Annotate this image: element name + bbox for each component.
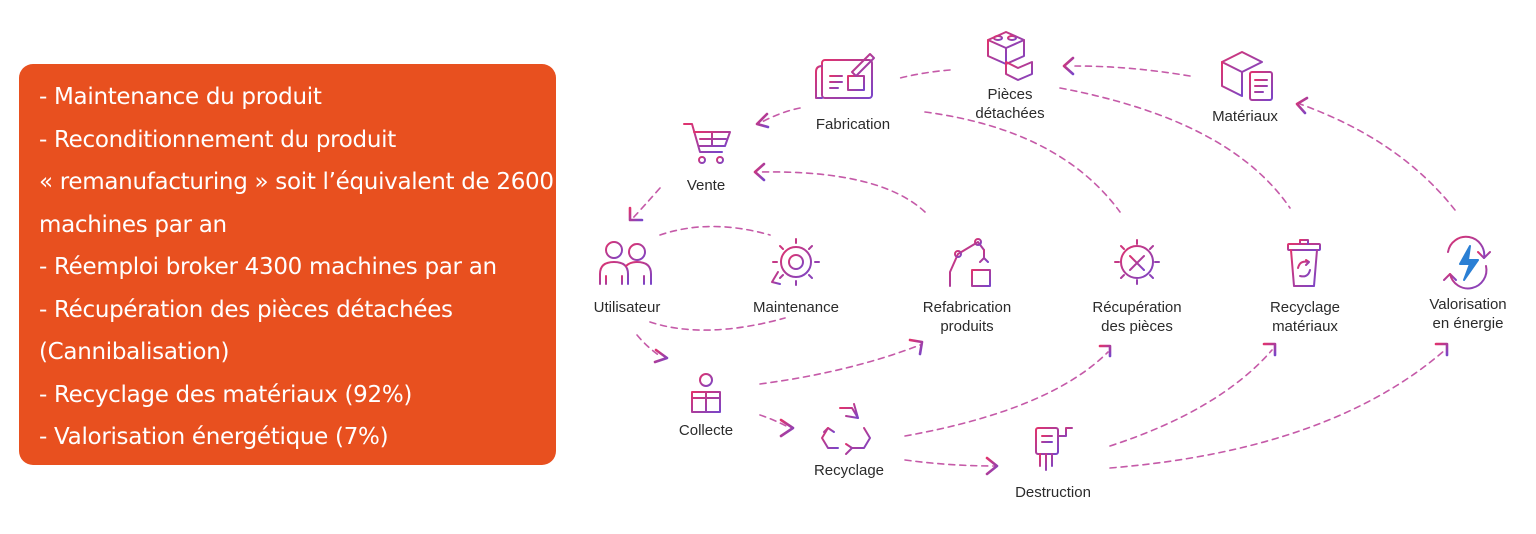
panel-line: - Reconditionnement du produit	[39, 126, 396, 153]
label-valorisation-2: en énergie	[1432, 315, 1504, 332]
connector-pieces-recyclagemat	[1059, 87, 1291, 209]
shredder-icon	[1029, 427, 1073, 471]
arrowhead	[1262, 342, 1277, 357]
panel-line: - Maintenance du produit	[39, 84, 322, 110]
label-materiaux: Matériaux	[1212, 108, 1278, 125]
connector-materiaux-pieces	[1074, 65, 1191, 77]
label-recyclage-materiaux-2: matériaux	[1272, 318, 1338, 335]
label-recyclage: Recyclage	[813, 462, 885, 479]
info-panel: - Maintenance du produit - Reconditionne…	[19, 64, 556, 465]
recycle-icon	[821, 403, 871, 455]
label-recuperation-1: Récupération	[1092, 299, 1182, 316]
label-destruction: Destruction	[1015, 484, 1091, 501]
panel-line: machines par an	[39, 211, 227, 238]
connectors	[632, 65, 1456, 469]
connector-utilisateur-maintenance-bottom	[649, 317, 786, 331]
arrowhead	[1098, 344, 1112, 358]
label-vente: Vente	[686, 177, 726, 194]
panel-line: - Valorisation énergétique (7%)	[39, 424, 389, 450]
arrowhead	[653, 348, 669, 364]
panel-line: (Cannibalisation)	[39, 339, 230, 365]
arrowhead	[1062, 56, 1075, 76]
connector-fabrication-vente	[757, 107, 801, 125]
connector-utilisateur-collecte	[636, 334, 661, 357]
arrowhead	[755, 112, 770, 129]
connector-pieces-recuperation	[924, 111, 1121, 213]
arrowhead	[908, 338, 924, 356]
connector-vente-utilisateur	[632, 187, 661, 219]
connector-utilisateur-maintenance-top	[659, 225, 771, 236]
connector-recyclage-destruction	[904, 459, 996, 467]
connector-pieces-fabrication	[899, 69, 951, 79]
label-refabrication-2: produits	[940, 318, 994, 335]
arrowhead	[1434, 342, 1449, 357]
arrowhead	[628, 206, 644, 222]
gear-wrench-icon	[771, 238, 820, 286]
connector-refab-vente	[759, 171, 926, 213]
gear-tools-icon	[1114, 239, 1160, 285]
arrowhead	[1295, 96, 1309, 115]
box-clipboard-icon	[1221, 51, 1273, 101]
label-maintenance: Maintenance	[753, 299, 839, 316]
label-recuperation-2: des pièces	[1101, 318, 1173, 335]
energy-bolt-icon	[1443, 235, 1491, 290]
label-pieces-2: détachées	[975, 105, 1045, 122]
panel-line: - Récupération des pièces détachées	[39, 296, 453, 323]
arrowhead	[779, 418, 795, 438]
lego-bricks-icon	[987, 31, 1033, 81]
label-collecte: Collecte	[678, 422, 734, 439]
connector-collecte-refab	[759, 344, 921, 385]
label-valorisation-1: Valorisation	[1429, 296, 1507, 313]
users-icon	[599, 241, 652, 285]
connector-collecte-recyclage	[759, 414, 791, 429]
connector-destruction-recyclagemat	[1109, 349, 1273, 447]
label-pieces-1: Pièces	[987, 86, 1033, 103]
connector-recyclage-recuperation	[904, 351, 1109, 437]
connector-destruction-valorisation	[1109, 349, 1446, 469]
panel-line: « remanufacturing » soit l’équivalent de…	[39, 169, 554, 195]
shopping-cart-icon	[683, 123, 731, 164]
blueprint-icon	[815, 53, 875, 99]
label-recyclage-materiaux-1: Recyclage	[1269, 299, 1341, 316]
panel-line: - Réemploi broker 4300 machines par an	[39, 254, 497, 280]
robot-arm-icon	[943, 238, 991, 287]
label-refabrication-1: Refabrication	[922, 299, 1012, 316]
collection-box-icon	[691, 373, 721, 413]
arrowhead	[985, 456, 999, 476]
connector-valorisation-materiaux	[1299, 103, 1456, 211]
label-fabrication: Fabrication	[815, 116, 891, 133]
arrowhead	[753, 162, 766, 182]
panel-line: - Recyclage des matériaux (92%)	[39, 381, 413, 408]
recycling-bin-icon	[1287, 239, 1321, 287]
label-utilisateur: Utilisateur	[593, 299, 661, 316]
